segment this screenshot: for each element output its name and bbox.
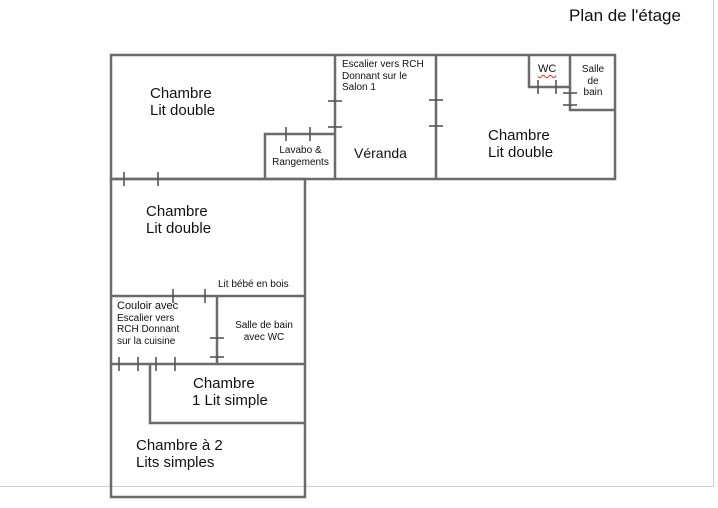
room-label: sur la cuisine [117, 335, 176, 347]
room-label: Lit double [488, 144, 554, 162]
room-label: Escalier vers RCH [342, 59, 424, 70]
room-chambre-ne: Chambre Lit double [488, 127, 553, 162]
wc-walls [527, 55, 572, 89]
room-label: Salle de bain [235, 320, 293, 331]
room-lavabo: Lavabo & Rangements [267, 145, 334, 168]
room-chambre-mid: Chambre Lit double [146, 203, 211, 238]
room-veranda: Véranda [354, 145, 407, 161]
room-label: Lit double [146, 220, 212, 238]
plan-title: Plan de l'étage [569, 6, 681, 25]
lavabo-walls [263, 132, 335, 179]
room-label: Salle [581, 64, 605, 75]
room-label: Salon 1 [342, 82, 376, 93]
room-label: Lits simples [136, 454, 215, 472]
room-couloir: Couloir avec Escalier vers RCH Donnant s… [117, 300, 179, 347]
room-escalier-rch: Escalier vers RCH Donnant sur le Salon 1 [342, 59, 424, 94]
room-label: 1 Lit simple [192, 392, 268, 410]
room-label: Chambre à 2 [136, 437, 223, 454]
room-salle-de-bain-wc: Salle de bain avec WC [221, 320, 307, 343]
lit-bebe-note: Lit bébé en bois [218, 279, 289, 290]
room-label: Donnant sur le [342, 70, 408, 82]
room-label: bain [583, 87, 603, 98]
room-label: Couloir avec [117, 300, 179, 312]
room-label: Chambre [488, 127, 550, 144]
lower-wing-walls [109, 177, 307, 499]
room-label: Chambre [150, 85, 212, 102]
room-chambre-simple: Chambre 1 Lit simple [192, 375, 268, 410]
bath-ne-walls [568, 87, 615, 112]
upper-wing-walls [109, 53, 617, 181]
room-label: Lavabo & [279, 145, 322, 156]
room-label: avec WC [243, 331, 285, 343]
room-label: Chambre [193, 375, 255, 392]
chambre-simple-walls [148, 364, 305, 425]
drawing-frame [0, 0, 714, 487]
room-wc: WC [538, 63, 557, 75]
room-label: Lit double [150, 102, 216, 120]
room-chambre-2: Chambre à 2 Lits simples [136, 437, 223, 472]
room-chambre-nw: Chambre Lit double [150, 85, 215, 120]
room-label: de [587, 75, 599, 87]
room-label: RCH Donnant [117, 324, 180, 336]
room-label: Escalier vers [117, 312, 175, 324]
door-marks [118, 80, 577, 371]
room-label: Chambre [146, 203, 208, 220]
room-label: Rangements [272, 156, 329, 168]
room-salle-de-bain-ne: Salle de bain [575, 64, 611, 99]
